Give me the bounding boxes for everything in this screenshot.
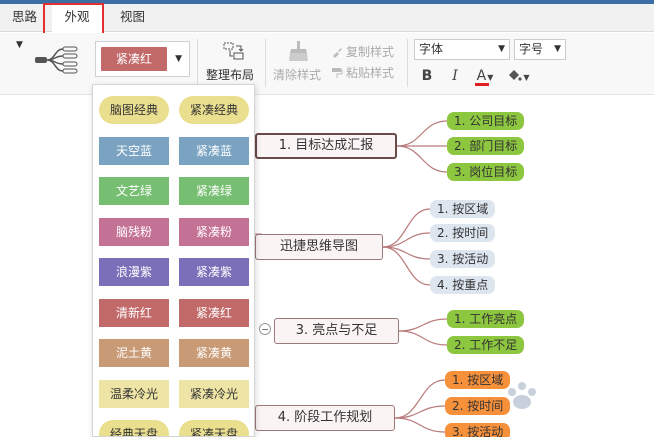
menu-tab-bar: 思路 外观 视图 xyxy=(0,4,654,33)
watermark xyxy=(498,370,648,420)
tab-view[interactable]: 视图 xyxy=(120,9,146,24)
paste-style-label: 粘贴样式 xyxy=(346,66,395,80)
brush-icon xyxy=(333,48,342,58)
leaf-node[interactable]: 2. 部门目标 xyxy=(447,137,525,155)
window-top-bar xyxy=(0,0,654,4)
theme-option[interactable]: 紧凑蓝 xyxy=(179,136,249,165)
fill-color-button[interactable]: ▼ xyxy=(504,66,532,86)
theme-option[interactable]: 紧凑黄 xyxy=(179,339,249,367)
ribbon-divider xyxy=(407,39,408,87)
theme-dropdown: 脑图经典紧凑经典天空蓝紧凑蓝文艺绿紧凑绿脑残粉紧凑粉浪漫紫紧凑紫清新红紧凑红泥土… xyxy=(92,84,255,437)
chevron-down-icon: ▼ xyxy=(487,73,494,82)
clear-style-button[interactable]: 清除样式 xyxy=(273,68,322,82)
font-color-bar xyxy=(475,83,489,86)
font-size-select[interactable]: 字号 ▼ xyxy=(514,39,566,60)
theme-option[interactable]: 泥土黄 xyxy=(99,339,169,367)
font-family-value: 字体 xyxy=(419,42,444,56)
leaf-node[interactable]: 2. 按时间 xyxy=(445,397,511,415)
link-curve xyxy=(382,246,431,286)
link-curve xyxy=(394,417,446,433)
copy-style-button[interactable]: 复制样式 xyxy=(331,43,394,60)
link-curve xyxy=(396,145,448,173)
theme-option[interactable]: 脑残粉 xyxy=(99,217,169,246)
copy-style-label: 复制样式 xyxy=(346,45,395,59)
chevron-down-icon: ▼ xyxy=(498,44,505,54)
organize-layout-icon[interactable] xyxy=(205,41,261,66)
paint-bucket-icon xyxy=(509,70,523,81)
leaf-node[interactable]: 3. 岗位目标 xyxy=(447,163,525,181)
theme-caret-icon: ▼ xyxy=(175,54,182,64)
leaf-node[interactable]: 1. 按区域 xyxy=(430,200,496,218)
link-curve xyxy=(382,232,431,248)
chevron-down-icon: ▼ xyxy=(523,73,530,82)
theme-option[interactable]: 紧凑紫 xyxy=(179,258,249,286)
link-curve xyxy=(394,405,446,419)
organize-layout-button[interactable]: 整理布局 xyxy=(206,68,255,82)
paint-roller-icon xyxy=(332,68,343,78)
ribbon-divider xyxy=(265,39,266,87)
leaf-node[interactable]: 1. 工作亮点 xyxy=(447,310,525,328)
leaf-node[interactable]: 3. 按活动 xyxy=(445,423,511,437)
font-color-letter: A xyxy=(476,68,487,84)
topic-node-4[interactable]: 4. 阶段工作规划 xyxy=(255,405,395,431)
collapse-toggle-icon[interactable] xyxy=(259,323,271,335)
theme-option[interactable]: 脑图经典 xyxy=(99,96,169,124)
mindmap-structure-icon[interactable] xyxy=(33,45,81,78)
link-curve xyxy=(398,318,448,332)
clear-style-icon[interactable] xyxy=(277,39,323,66)
font-size-value: 字号 xyxy=(519,42,544,56)
theme-option[interactable]: 紧凑冷光 xyxy=(179,379,249,408)
theme-option[interactable]: 浪漫紫 xyxy=(99,258,169,286)
theme-option[interactable]: 紧凑天盘 xyxy=(179,420,249,436)
link-curve xyxy=(382,208,431,248)
font-color-button[interactable]: A▼ xyxy=(472,66,498,86)
font-family-select[interactable]: 字体 ▼ xyxy=(414,39,510,60)
tab-appearance[interactable]: 外观 xyxy=(52,4,102,33)
leaf-node[interactable]: 1. 按区域 xyxy=(445,371,511,389)
leaf-node[interactable]: 2. 按时间 xyxy=(430,224,496,242)
theme-option[interactable]: 紧凑粉 xyxy=(179,217,249,246)
leaf-node[interactable]: 1. 公司目标 xyxy=(447,112,525,130)
topic-node-3[interactable]: 3. 亮点与不足 xyxy=(274,318,399,344)
theme-option[interactable]: 紧凑经典 xyxy=(179,96,249,124)
theme-option[interactable]: 紧凑红 xyxy=(179,298,249,327)
link-curve xyxy=(394,379,446,419)
ribbon-divider xyxy=(197,39,198,87)
theme-option[interactable]: 天空蓝 xyxy=(99,136,169,165)
theme-option[interactable]: 紧凑绿 xyxy=(179,177,249,205)
bold-button[interactable]: B xyxy=(421,68,433,84)
link-curve xyxy=(398,330,448,346)
topic-node-2[interactable]: 迅捷思维导图 xyxy=(255,234,383,260)
paste-style-button[interactable]: 粘贴样式 xyxy=(331,64,394,81)
theme-selected-swatch: 紧凑红 xyxy=(101,47,167,71)
link-curve xyxy=(396,120,448,147)
theme-option[interactable]: 温柔冷光 xyxy=(99,379,169,408)
italic-button[interactable]: I xyxy=(452,68,458,84)
chevron-down-icon: ▼ xyxy=(554,44,561,54)
leaf-node[interactable]: 4. 按重点 xyxy=(430,276,496,294)
theme-select[interactable]: 紧凑红 ▼ xyxy=(95,41,190,77)
leaf-node[interactable]: 2. 工作不足 xyxy=(447,336,525,354)
theme-option[interactable]: 清新红 xyxy=(99,298,169,327)
theme-option[interactable]: 经典天盘 xyxy=(99,420,169,436)
structure-caret-icon[interactable]: ▼ xyxy=(16,40,23,50)
tab-idea[interactable]: 思路 xyxy=(12,9,38,24)
topic-node-1[interactable]: 1. 目标达成汇报 xyxy=(255,133,397,159)
theme-option[interactable]: 文艺绿 xyxy=(99,177,169,205)
leaf-node[interactable]: 3. 按活动 xyxy=(430,250,496,268)
